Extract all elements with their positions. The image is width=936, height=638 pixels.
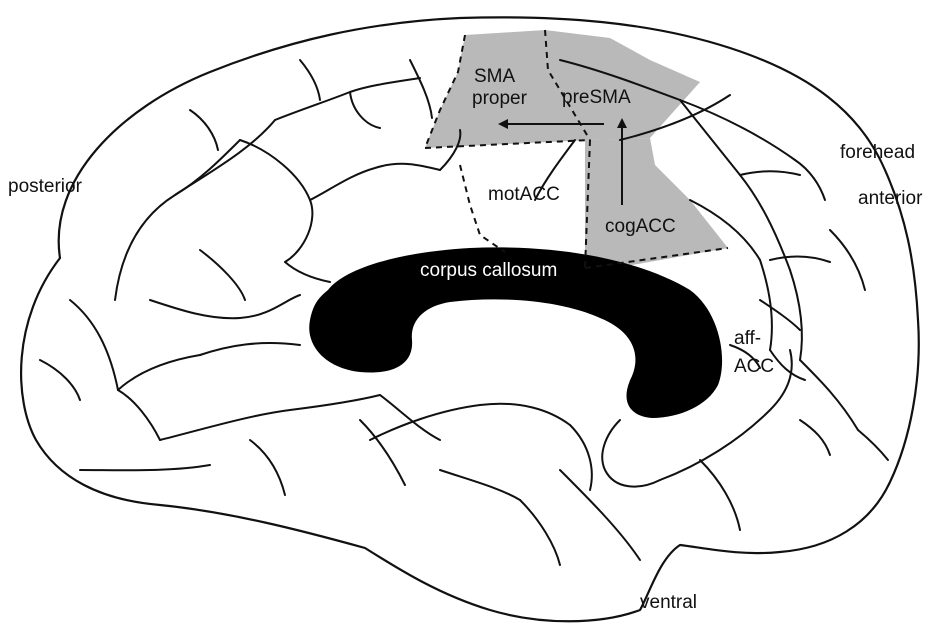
label-cogacc: cogACC — [605, 216, 676, 237]
label-ventral: ventral — [640, 592, 697, 613]
label-affacc-line1: aff- — [734, 328, 761, 349]
sma-proper-region — [425, 30, 590, 148]
label-affacc-line2: ACC — [734, 356, 774, 377]
label-corpus-callosum: corpus callosum — [420, 260, 557, 281]
sulci-lines — [39, 59, 889, 566]
corpus-callosum — [309, 247, 723, 418]
cogacc-region — [585, 138, 728, 268]
region-boundaries — [424, 29, 729, 269]
label-motacc: motACC — [488, 184, 560, 205]
brain-outline — [20, 16, 920, 623]
presma-region — [545, 30, 700, 140]
label-anterior: anterior — [858, 188, 923, 209]
label-posterior: posterior — [8, 176, 83, 197]
label-sma-proper-line1: SMA — [474, 66, 516, 87]
label-forehead: forehead — [840, 142, 915, 163]
label-presma: preSMA — [562, 87, 631, 108]
label-sma-proper-line2: proper — [472, 88, 528, 109]
